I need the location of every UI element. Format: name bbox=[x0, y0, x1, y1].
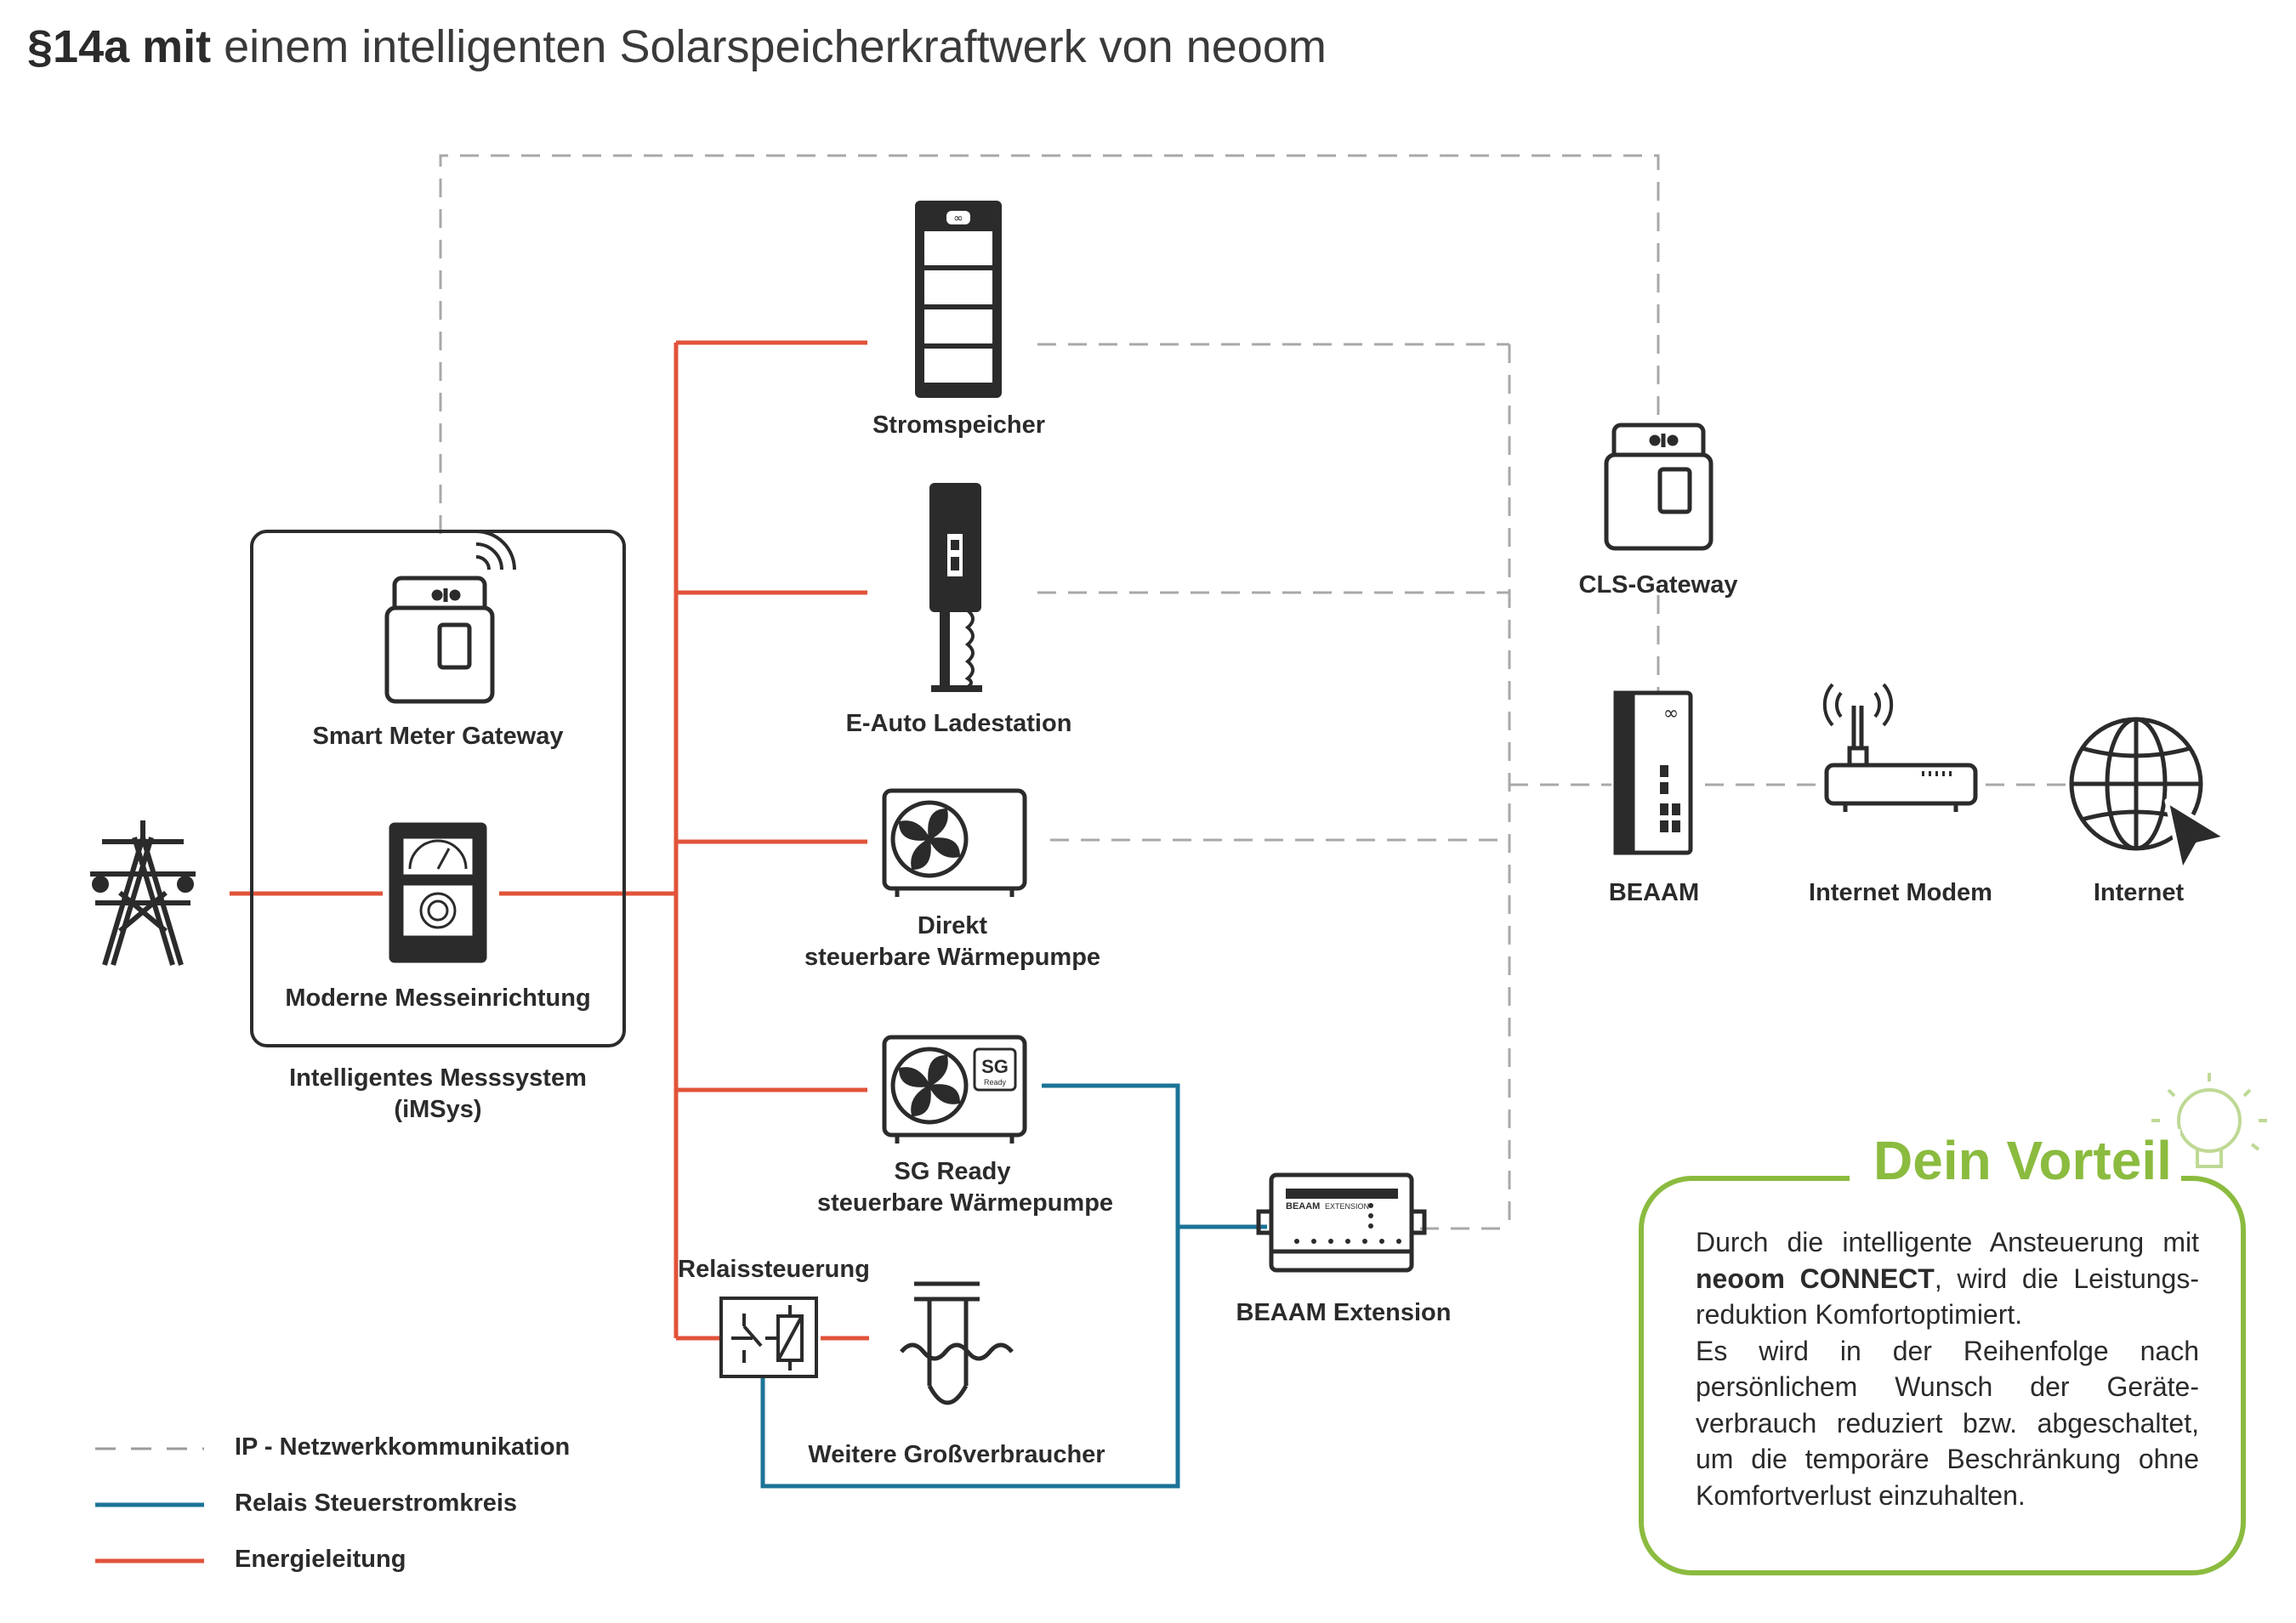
cls-gateway-icon bbox=[1604, 423, 1713, 551]
page-title: §14a mit einem intelligenten Solarspeich… bbox=[27, 21, 1327, 72]
smart-meter-gateway-icon bbox=[384, 530, 516, 704]
network-lines bbox=[439, 154, 2071, 1230]
label-smgw: Smart Meter Gateway bbox=[312, 723, 564, 750]
label-beaam-extension: BEAAM Extension bbox=[1236, 1299, 1452, 1326]
label-eauto: E-Auto Ladestation bbox=[845, 710, 1072, 737]
sg-badge-small-text: Ready bbox=[984, 1078, 1007, 1087]
beaam-extension-plate: BEAAM bbox=[1286, 1201, 1320, 1212]
network-line-smgw-cls bbox=[439, 154, 1660, 534]
relay-lines bbox=[760, 1083, 1267, 1489]
legend-energy-label: Energieleitung bbox=[235, 1546, 406, 1573]
beaam-extension-leds bbox=[1294, 1203, 1401, 1244]
internet-modem-icon bbox=[1822, 683, 1978, 812]
relay-line-sgready bbox=[760, 1083, 1180, 1489]
cursor-icon bbox=[2164, 798, 2229, 874]
label-stromspeicher: Stromspeicher bbox=[872, 411, 1046, 439]
legend-relay-label: Relais Steuerstromkreis bbox=[235, 1490, 518, 1517]
ev-charger-icon bbox=[929, 483, 982, 692]
label-sgready-2: steuerbare Wärmepumpe bbox=[816, 1189, 1114, 1217]
vorteil-paragraph-1: Durch die intelligente Ansteuerung mit n… bbox=[1696, 1227, 2200, 1330]
relay-control-icon bbox=[719, 1297, 818, 1378]
imsys-box bbox=[250, 530, 626, 1047]
heat-pump-sgready-icon bbox=[882, 1035, 1027, 1143]
label-relais: Relaissteuerung bbox=[678, 1256, 870, 1283]
vorteil-frame bbox=[1639, 1176, 2246, 1575]
label-internet: Internet bbox=[2093, 879, 2185, 906]
svg-text:∞: ∞ bbox=[1663, 703, 1679, 724]
battery-storage-icon: ∞ bbox=[915, 201, 1002, 398]
label-direkt-1: Direkt bbox=[917, 912, 988, 939]
vorteil-body: Durch die intelligente Ansteuerung mit n… bbox=[1696, 1224, 2199, 1513]
label-sgready-1: SG Ready bbox=[894, 1158, 1011, 1185]
vorteil-heading: Dein Vorteil bbox=[1865, 1129, 2180, 1192]
label-mme: Moderne Messeinrichtung bbox=[285, 985, 591, 1012]
label-imsys-1: Intelligentes Messsystem bbox=[289, 1064, 587, 1092]
sg-badge-text: SG bbox=[981, 1056, 1009, 1077]
svg-text:∞: ∞ bbox=[953, 212, 963, 225]
label-imsys-2: (iMSys) bbox=[394, 1096, 482, 1123]
beaam-icon: ∞ bbox=[1613, 690, 1693, 855]
beaam-extension-icon bbox=[1256, 1172, 1427, 1273]
heating-rod-icon bbox=[900, 1281, 1014, 1405]
beaam-extension-plate-sub: EXTENSION bbox=[1325, 1202, 1369, 1211]
power-tower-icon bbox=[90, 820, 196, 966]
label-weitere: Weitere Großverbraucher bbox=[808, 1441, 1105, 1468]
label-modem: Internet Modem bbox=[1809, 879, 1992, 906]
energy-lines bbox=[230, 340, 869, 1341]
legend-network-label: IP - Netzwerkkommunikation bbox=[235, 1433, 571, 1461]
label-cls: CLS-Gateway bbox=[1578, 571, 1738, 599]
label-direkt-2: steuerbare Wärmepumpe bbox=[804, 944, 1101, 971]
heat-pump-direct-icon bbox=[882, 788, 1027, 897]
meter-icon bbox=[389, 822, 487, 963]
label-beaam: BEAAM bbox=[1608, 879, 1700, 906]
vorteil-paragraph-2: Es wird in der Reihenfolge nach persönli… bbox=[1696, 1335, 2199, 1511]
